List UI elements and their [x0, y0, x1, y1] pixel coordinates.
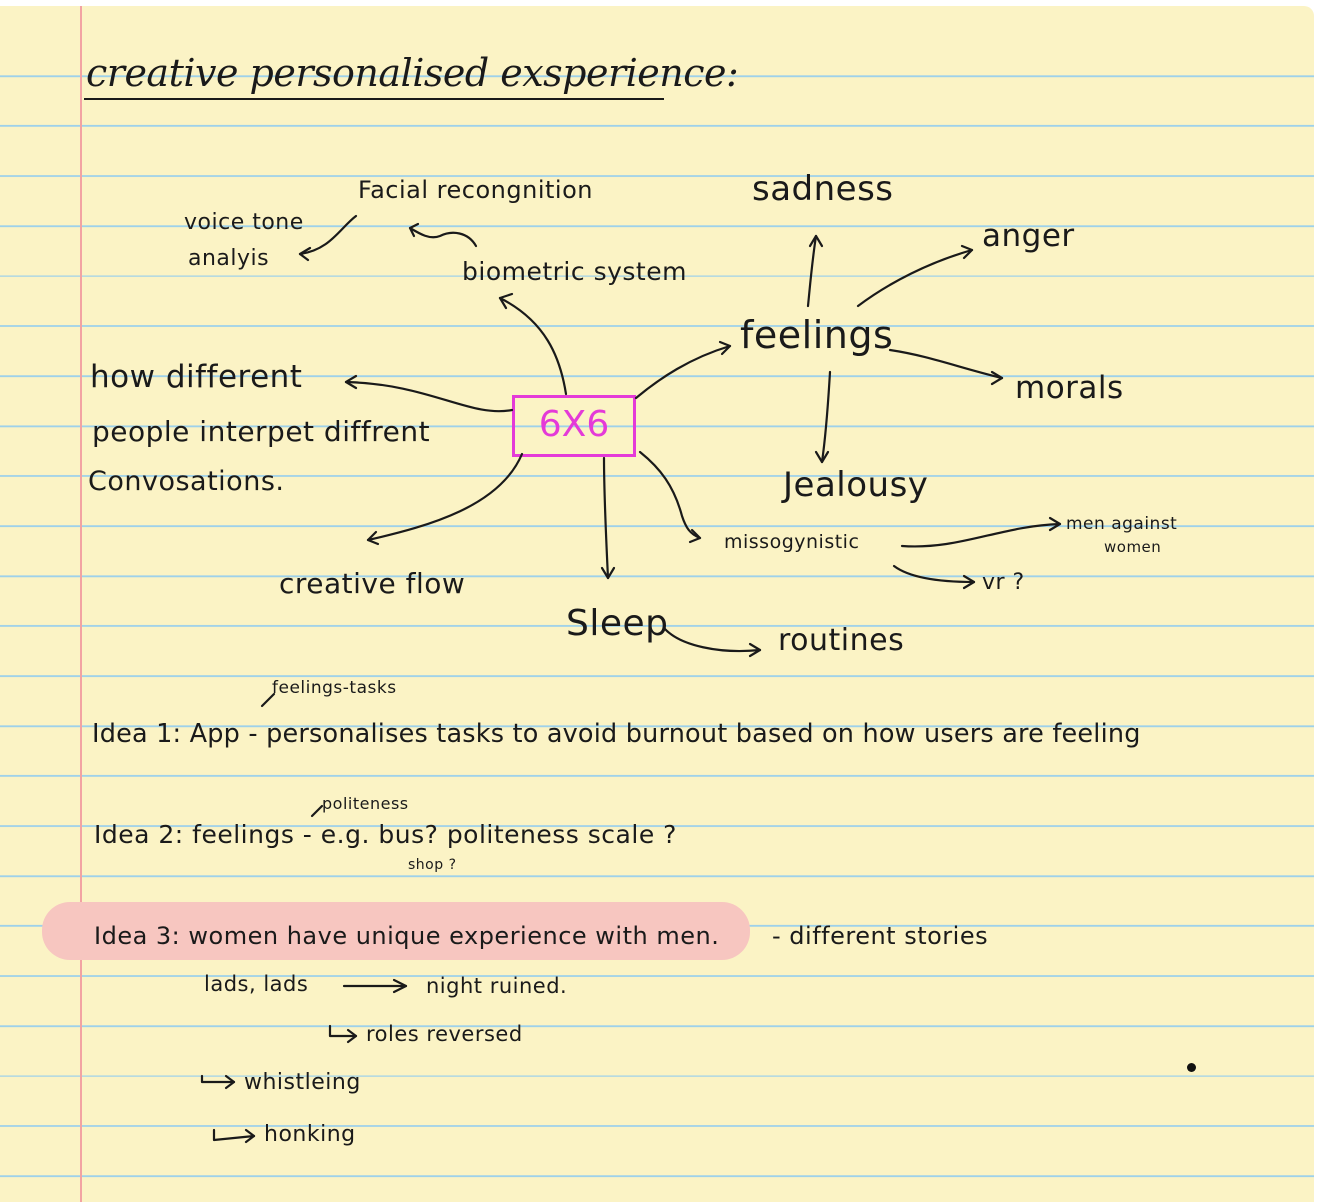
- margin-line: [80, 6, 82, 1202]
- node-jealousy: Jealousy: [783, 465, 929, 505]
- page-title: creative personalised exsperience:: [86, 51, 739, 95]
- node-routines: routines: [778, 623, 905, 658]
- node-sleep: Sleep: [566, 603, 669, 644]
- node-creative-flow: creative flow: [279, 567, 466, 600]
- node-anger: anger: [982, 218, 1075, 254]
- node-voice-analysis: analyis: [188, 246, 270, 271]
- node-voice-tone: voice tone: [184, 210, 304, 235]
- sub-night-ruined: night ruined.: [426, 974, 568, 998]
- connector-arrows: [200, 214, 1062, 1144]
- idea2-text: Idea 2: feelings - e.g. bus? politeness …: [94, 820, 677, 849]
- node-biometric-system: biometric system: [462, 257, 687, 286]
- idea3-highlight: [42, 902, 750, 960]
- node-feelings: feelings: [740, 313, 894, 357]
- ink-dot: [1187, 1063, 1196, 1072]
- node-vr: vr ?: [982, 570, 1025, 595]
- idea2-subnote: shop ?: [408, 857, 457, 873]
- node-how-different-line2: people interpet diffrent: [92, 415, 431, 448]
- node-how-different-line1: how different: [90, 359, 303, 395]
- node-sadness: sadness: [752, 169, 894, 209]
- node-men-against-women: women: [1104, 538, 1162, 556]
- idea1-text: Idea 1: App - personalises tasks to avoi…: [92, 719, 1141, 749]
- node-men-against: men against: [1066, 514, 1178, 534]
- idea1-annotation: feelings-tasks: [272, 678, 397, 698]
- sub-lads: lads, lads: [204, 972, 309, 996]
- notebook-page[interactable]: creative personalised exsperience: Facia…: [0, 6, 1314, 1202]
- node-facial-recognition: Facial recongnition: [358, 176, 593, 204]
- idea3-text: Idea 3: women have unique experience wit…: [94, 922, 720, 950]
- idea3-aside: - different stories: [772, 922, 989, 950]
- center-node-box: 6X6: [512, 395, 636, 457]
- node-morals: morals: [1015, 370, 1124, 406]
- sub-roles-reversed: roles reversed: [366, 1022, 523, 1046]
- sub-honking: honking: [264, 1122, 356, 1147]
- title-underline: [84, 98, 664, 100]
- node-how-different-line3: Convosations.: [88, 466, 285, 497]
- sub-whistling: whistleing: [244, 1070, 361, 1095]
- idea2-annotation: politeness: [322, 794, 409, 813]
- node-misogynistic: missogynistic: [724, 531, 860, 553]
